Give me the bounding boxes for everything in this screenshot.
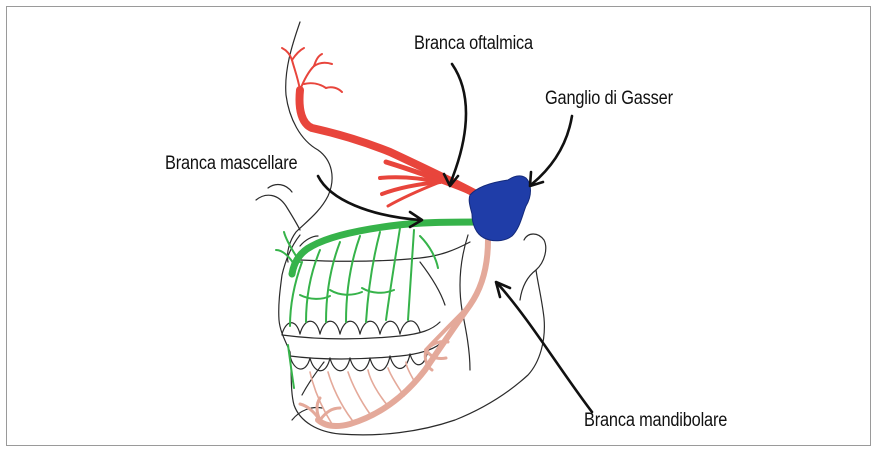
arrow-ganglion: [532, 116, 572, 184]
gasserian-ganglion: [469, 176, 530, 241]
label-ophthalmic-branch: Branca oftalmica: [414, 33, 533, 55]
maxillary-branch: [276, 222, 482, 388]
arrow-ophthalmic: [450, 64, 466, 184]
label-maxillary-branch: Branca mascellare: [165, 153, 297, 175]
label-gasserian-ganglion: Ganglio di Gasser: [545, 88, 673, 110]
label-mandibular-branch: Branca mandibolare: [584, 410, 727, 432]
arrow-mandibular: [498, 284, 592, 412]
